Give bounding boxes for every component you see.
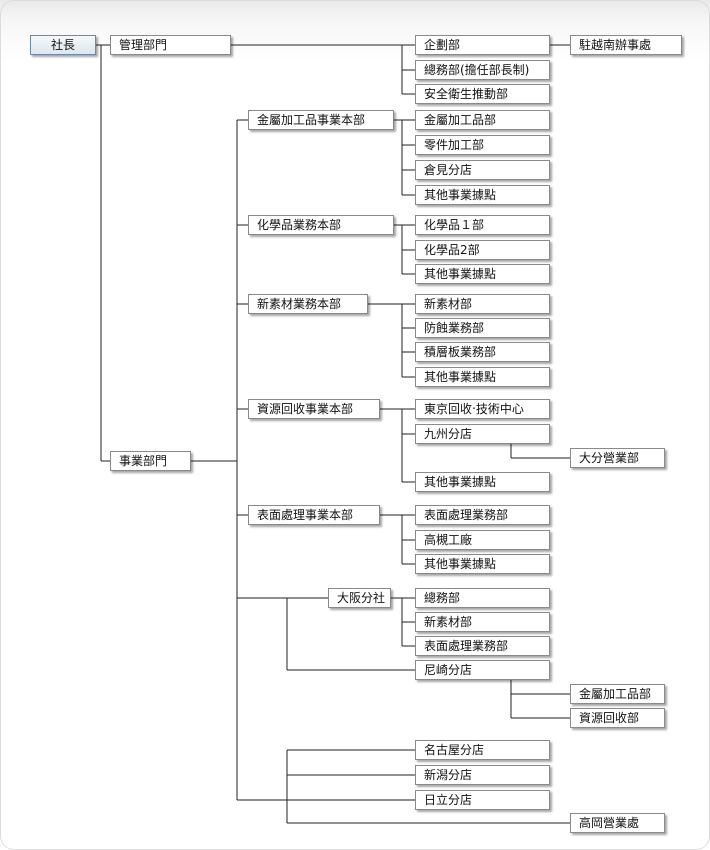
recycling-hq-box: 資源回收事業本部 (248, 399, 380, 419)
amagasaki-unit-box: 金屬加工品部 (570, 684, 665, 704)
surface-unit-box: 表面處理業務部 (415, 505, 550, 525)
recycling-unit-box: 九州分店 (415, 424, 550, 444)
amagasaki-branch-box: 尼崎分店 (415, 660, 550, 680)
amagasaki-unit-box: 資源回收部 (570, 708, 665, 728)
materials-unit-box: 積層板業務部 (415, 342, 550, 362)
chemical-unit-box: 其他事業據點 (415, 264, 550, 284)
connector (394, 224, 415, 275)
surface-unit-box: 高槻工廠 (415, 530, 550, 550)
planning-dept-box: 企劃部 (415, 35, 550, 55)
safety-dept-box: 安全衛生推動部 (415, 84, 550, 104)
metal-unit-box: 其他事業據點 (415, 185, 550, 205)
metal-hq-box: 金屬加工品事業本部 (248, 110, 394, 130)
branch-box: 新潟分店 (415, 765, 550, 785)
materials-unit-box: 新素材部 (415, 294, 550, 314)
metal-unit-box: 金屬加工品部 (415, 110, 550, 130)
chemical-unit-box: 化學品2部 (415, 240, 550, 260)
metal-unit-box: 倉見分店 (415, 160, 550, 180)
connector (394, 119, 415, 196)
branch-box: 名古屋分店 (415, 740, 550, 760)
connector (380, 408, 570, 483)
connector (380, 514, 415, 565)
connector (96, 44, 110, 462)
chemical-unit-box: 化學品１部 (415, 215, 550, 235)
connector (191, 119, 415, 801)
surface-hq-box: 表面處理事業本部 (248, 505, 380, 525)
connector (231, 44, 570, 95)
admin-division-box: 管理部門 (110, 35, 231, 55)
materials-unit-box: 其他事業據點 (415, 367, 550, 387)
connector (286, 597, 570, 719)
recycling-unit-box: 東京回收‧技術中心 (415, 399, 550, 419)
surface-unit-box: 其他事業據點 (415, 554, 550, 574)
vietnam-office-box: 駐越南辦事處 (570, 35, 682, 55)
materials-hq-box: 新素材業務本部 (248, 294, 368, 314)
chemical-hq-box: 化學品業務本部 (248, 215, 394, 235)
general-affairs-box: 總務部(擔任部長制) (415, 60, 550, 80)
branch-box: 日立分店 (415, 790, 550, 810)
connector (368, 303, 415, 378)
connector (286, 749, 570, 824)
materials-unit-box: 防蝕業務部 (415, 318, 550, 338)
osaka-branch-box: 大阪分社 (328, 588, 391, 608)
osaka-unit-box: 總務部 (415, 588, 550, 608)
president-box: 社長 (30, 35, 96, 55)
takaoka-office-box: 高岡營業處 (570, 813, 665, 833)
oita-office-box: 大分營業部 (570, 448, 665, 468)
metal-unit-box: 零件加工部 (415, 135, 550, 155)
osaka-unit-box: 新素材部 (415, 612, 550, 632)
business-division-box: 事業部門 (110, 451, 191, 471)
recycling-unit-box: 其他事業據點 (415, 472, 550, 492)
osaka-unit-box: 表面處理業務部 (415, 636, 550, 656)
